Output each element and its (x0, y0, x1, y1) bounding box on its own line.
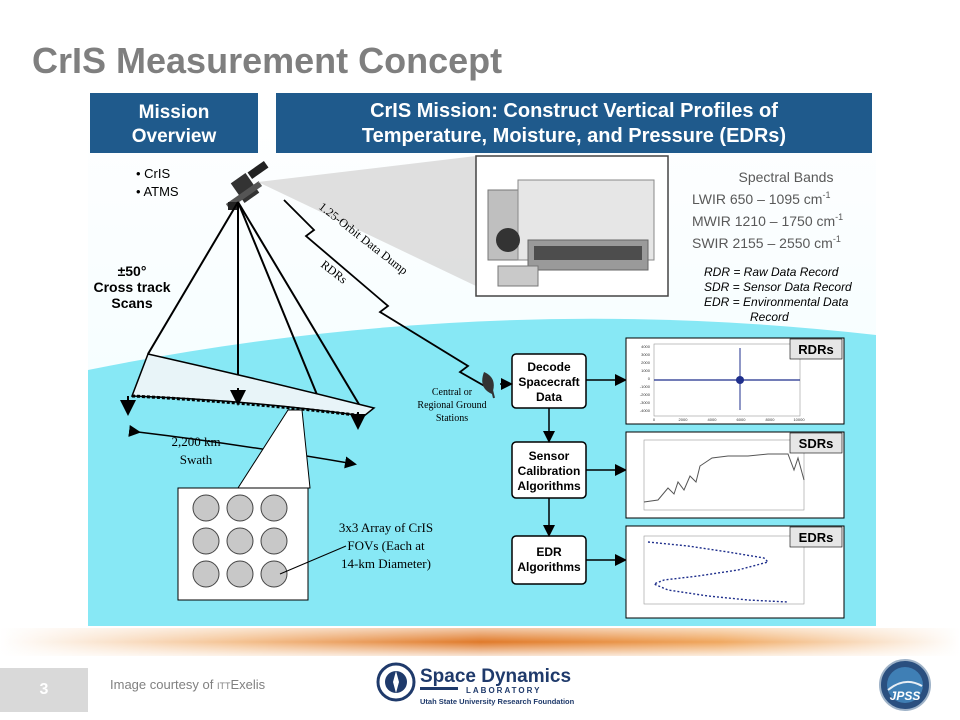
fov-zoom-cone (237, 409, 311, 489)
fov-label-line2: FOVs (Each at (347, 538, 425, 553)
credit-company: Exelis (230, 677, 266, 692)
cris-mission-line2: Temperature, Moisture, and Pressure (EDR… (362, 125, 786, 147)
scan-lines (147, 201, 361, 407)
cris-mission-box (276, 93, 872, 153)
svg-text:-3000: -3000 (640, 400, 651, 405)
cris-instrument-icon (487, 179, 655, 287)
svg-text:Algorithms: Algorithms (517, 560, 581, 574)
svg-text:10000: 10000 (793, 417, 805, 422)
scan-label-scans: Scans (111, 295, 152, 311)
svg-text:EDRs: EDRs (799, 530, 834, 545)
svg-text:EDR: EDR (536, 545, 562, 559)
rdr-panel: RDRs 4000 3000 2000 1000 0 -1000 -2000 -… (625, 337, 845, 425)
satellite-icon (225, 160, 269, 210)
edr-panel: EDRs (625, 525, 845, 619)
svg-text:Decode: Decode (527, 360, 571, 374)
jpss-logo: JPSS (879, 659, 931, 711)
swath-distance: 2,200 km (171, 434, 220, 449)
band-swir: SWIR 2155 – 2550 cm-1 (692, 234, 841, 251)
svg-text:0: 0 (653, 417, 656, 422)
sdr-panel: SDRs (625, 431, 845, 519)
fov-label-line3: 14-km Diameter) (341, 556, 431, 571)
slide-title: CrIS Measurement Concept (32, 40, 503, 81)
swath-label: Swath (180, 452, 213, 467)
process-edr: EDR Algorithms (511, 535, 587, 585)
svg-text:SDRs: SDRs (799, 436, 834, 451)
scan-label-cross: Cross track (93, 279, 170, 295)
zoom-cone (258, 156, 476, 286)
svg-text:-2000: -2000 (640, 392, 651, 397)
svg-text:6000: 6000 (737, 417, 747, 422)
cris-mission-line1: CrIS Mission: Construct Vertical Profile… (370, 100, 778, 122)
sdl-name: Space Dynamics (420, 666, 571, 687)
definition-edr: EDR = Environmental Data (704, 295, 849, 309)
svg-text:4000: 4000 (708, 417, 718, 422)
jpss-text: JPSS (890, 689, 921, 703)
definition-rdr: RDR = Raw Data Record (704, 265, 839, 279)
svg-text:3000: 3000 (641, 352, 651, 357)
definition-edr-cont: Record (750, 310, 789, 324)
scan-label-angle: ±50° (118, 263, 147, 279)
ground-stations-line2: Regional Ground (417, 400, 486, 411)
swath-width-arrow (128, 424, 357, 469)
svg-text:-1000: -1000 (640, 384, 651, 389)
credit-prefix: Image courtesy of (110, 677, 217, 692)
instrument-atms: • ATMS (136, 184, 179, 199)
data-downlink-zigzag (283, 199, 489, 389)
footer-glow-band (0, 628, 960, 656)
mission-overview-line1: Mission (139, 102, 210, 123)
svg-text:4000: 4000 (641, 344, 651, 349)
svg-text:Sensor: Sensor (529, 449, 570, 463)
ground-stations-line1: Central or (432, 387, 473, 398)
svg-text:-4000: -4000 (640, 408, 651, 413)
svg-text:Data: Data (536, 390, 562, 404)
svg-text:Calibration: Calibration (518, 464, 581, 478)
swath-edge (131, 394, 365, 418)
process-decode: Decode Spacecraft Data (511, 353, 587, 409)
cris-concept-diagram: Mission Overview CrIS Mission: Construct… (88, 90, 876, 626)
fov-circles (192, 494, 288, 588)
instrument-cris: • CrIS (136, 166, 170, 181)
fov-label-line1: 3x3 Array of CrIS (339, 520, 433, 535)
band-lwir: LWIR 650 – 1095 cm-1 (692, 190, 831, 207)
ground-stations-line3: Stations (436, 413, 468, 424)
mission-overview-box (90, 93, 258, 153)
space-dynamics-logo: Space Dynamics LABORATORY Utah State Uni… (376, 662, 575, 706)
svg-text:8000: 8000 (766, 417, 776, 422)
image-credit: Image courtesy of ITTExelis (110, 677, 265, 692)
svg-text:RDRs: RDRs (798, 342, 833, 357)
svg-text:2000: 2000 (679, 417, 689, 422)
band-mwir: MWIR 1210 – 1750 cm-1 (692, 212, 843, 229)
definition-sdr: SDR = Sensor Data Record (704, 280, 852, 294)
spectral-bands-title: Spectral Bands (739, 169, 834, 185)
credit-itt: ITT (216, 681, 231, 691)
svg-text:0: 0 (648, 376, 651, 381)
svg-text:2000: 2000 (641, 360, 651, 365)
page-number: 3 (0, 668, 88, 712)
sdl-lab: LABORATORY (466, 686, 541, 695)
svg-text:Spacecraft: Spacecraft (518, 375, 579, 389)
sdl-sub: Utah State University Research Foundatio… (420, 697, 575, 706)
svg-text:Algorithms: Algorithms (517, 479, 581, 493)
ground-station-icon (482, 372, 495, 399)
svg-text:1000: 1000 (641, 368, 651, 373)
mission-overview-line2: Overview (132, 126, 217, 147)
process-calibration: Sensor Calibration Algorithms (511, 441, 587, 499)
